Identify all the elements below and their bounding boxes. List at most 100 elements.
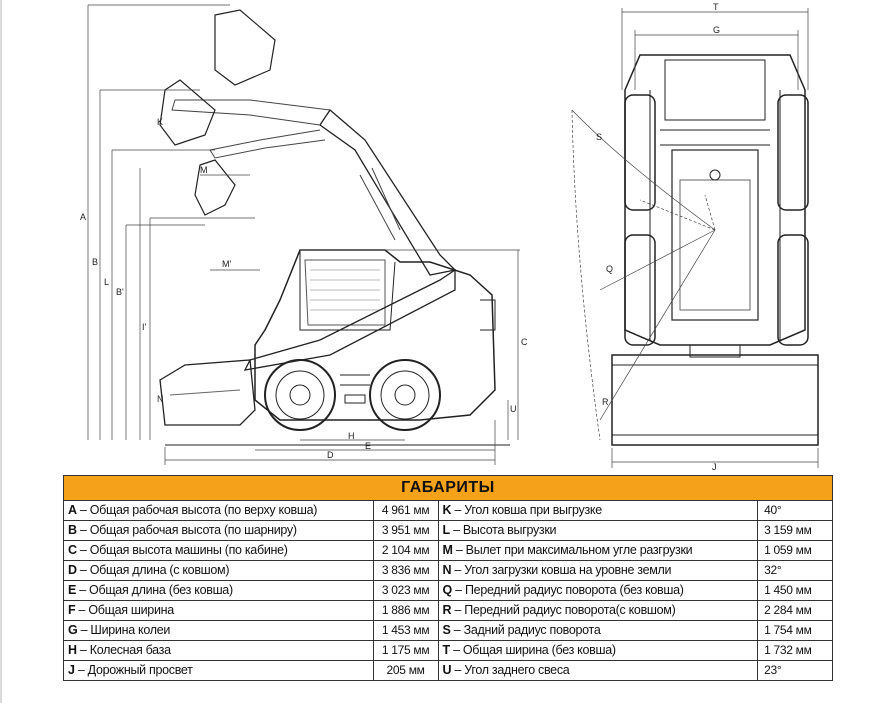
dim-label-s: S [596, 132, 602, 142]
left-param: G – Ширина колеи [63, 620, 374, 641]
param-code: B [68, 523, 77, 537]
param-text: – Общая высота машины (по кабине) [76, 543, 288, 557]
right-param: M – Вылет при максимальном угле разгрузк… [437, 540, 759, 561]
param-text: – Передний радиус поворота (без ковша) [451, 583, 684, 597]
param-code: R [442, 603, 452, 617]
left-param: C – Общая высота машины (по кабине) [63, 540, 374, 561]
param-text: – Передний радиус поворота(с ковшом) [451, 603, 676, 617]
param-code: G [68, 623, 78, 637]
right-param: Q – Передний радиус поворота (без ковша) [437, 580, 759, 601]
side-view-dimensions [87, 4, 520, 465]
dim-label-u: U [510, 404, 517, 414]
param-code: H [68, 643, 77, 657]
dim-label-g: G [713, 25, 720, 35]
dim-label-r: R [602, 397, 609, 407]
table-title: ГАБАРИТЫ [63, 475, 833, 501]
left-value: 3 836 мм [372, 560, 439, 581]
param-code: C [68, 543, 77, 557]
right-param: S – Задний радиус поворота [437, 620, 759, 641]
right-param: K – Угол ковша при выгрузке [437, 500, 759, 521]
param-code: K [442, 503, 452, 517]
left-param: A – Общая рабочая высота (по верху ковша… [63, 500, 374, 521]
right-value: 1 754 мм [757, 620, 833, 641]
param-text: – Общая ширина (без ковша) [449, 643, 616, 657]
right-value: 1 450 мм [757, 580, 833, 601]
param-code: Q [442, 583, 453, 597]
param-text: – Высота выгрузки [449, 523, 557, 537]
right-param: R – Передний радиус поворота(с ковшом) [437, 600, 759, 621]
right-param: U – Угол заднего свеса [437, 660, 759, 681]
dim-label-b: B [92, 257, 98, 267]
param-text: – Дорожный просвет [74, 663, 193, 677]
param-code: D [68, 563, 77, 577]
param-text: – Вылет при максимальном угле разгрузки [452, 543, 693, 557]
right-param: T – Общая ширина (без ковша) [437, 640, 759, 661]
left-value: 205 мм [372, 660, 439, 681]
param-code: E [68, 583, 77, 597]
technical-drawing: A B L B' I' C D E H K M M' N U [80, 2, 819, 470]
left-value: 1 453 мм [372, 620, 439, 641]
param-code: T [442, 643, 451, 657]
front-view-dimensions [571, 8, 819, 468]
dim-label-i-prime: I' [142, 322, 147, 332]
right-value: 1 059 мм [757, 540, 833, 561]
param-text: – Угол загрузки ковша на уровне земли [451, 563, 672, 577]
table-row: B – Общая рабочая высота (по шарниру)3 9… [63, 520, 833, 541]
param-code: F [68, 603, 76, 617]
front-view-loader [611, 54, 819, 446]
page-edge [0, 0, 2, 703]
right-param: N – Угол загрузки ковша на уровне земли [437, 560, 759, 581]
dim-label-n: N [157, 394, 164, 404]
right-value: 3 159 мм [757, 520, 833, 541]
right-param: L – Высота выгрузки [437, 520, 759, 541]
right-value: 40° [757, 500, 833, 521]
left-value: 3 023 мм [372, 580, 439, 601]
dim-label-c: C [521, 337, 528, 347]
left-param: H – Колесная база [63, 640, 374, 661]
dimensions-table: ГАБАРИТЫ A – Общая рабочая высота (по ве… [63, 475, 833, 681]
dim-label-k: K [157, 117, 163, 127]
param-code: U [442, 663, 452, 677]
dim-label-b-prime: B' [116, 287, 124, 297]
left-param: E – Общая длина (без ковша) [63, 580, 374, 601]
left-value: 2 104 мм [372, 540, 439, 561]
left-value: 3 951 мм [372, 520, 439, 541]
dim-label-q: Q [606, 264, 613, 274]
param-code: N [442, 563, 452, 577]
right-value: 32° [757, 560, 833, 581]
dim-label-t: T [713, 2, 719, 12]
dim-label-h: H [348, 431, 355, 441]
param-text: – Общая длина (с ковшом) [76, 563, 230, 577]
param-text: – Ширина колеи [77, 623, 171, 637]
dim-label-d: D [327, 450, 334, 460]
dim-label-m-prime: M' [222, 259, 231, 269]
param-text: – Угол ковша при выгрузке [451, 503, 602, 517]
dim-label-j: J [712, 462, 717, 470]
right-value: 2 284 мм [757, 600, 833, 621]
dim-label-e: E [365, 441, 371, 451]
left-param: D – Общая длина (с ковшом) [63, 560, 374, 581]
table-row: C – Общая высота машины (по кабине)2 104… [63, 540, 833, 561]
left-param: J – Дорожный просвет [63, 660, 374, 681]
param-text: – Общая ширина [75, 603, 175, 617]
left-value: 4 961 мм [372, 500, 439, 521]
table-row: A – Общая рабочая высота (по верху ковша… [63, 500, 833, 521]
param-text: – Задний радиус поворота [450, 623, 601, 637]
left-param: F – Общая ширина [63, 600, 374, 621]
param-code: A [68, 503, 77, 517]
param-text: – Колесная база [76, 643, 171, 657]
side-view-loader [159, 9, 510, 446]
right-value: 23° [757, 660, 833, 681]
left-value: 1 175 мм [372, 640, 439, 661]
dim-label-a: A [80, 212, 86, 222]
left-param: B – Общая рабочая высота (по шарниру) [63, 520, 374, 541]
param-text: – Угол заднего свеса [451, 663, 570, 677]
param-text: – Общая длина (без ковша) [76, 583, 233, 597]
param-text: – Общая рабочая высота (по верху ковша) [76, 503, 318, 517]
